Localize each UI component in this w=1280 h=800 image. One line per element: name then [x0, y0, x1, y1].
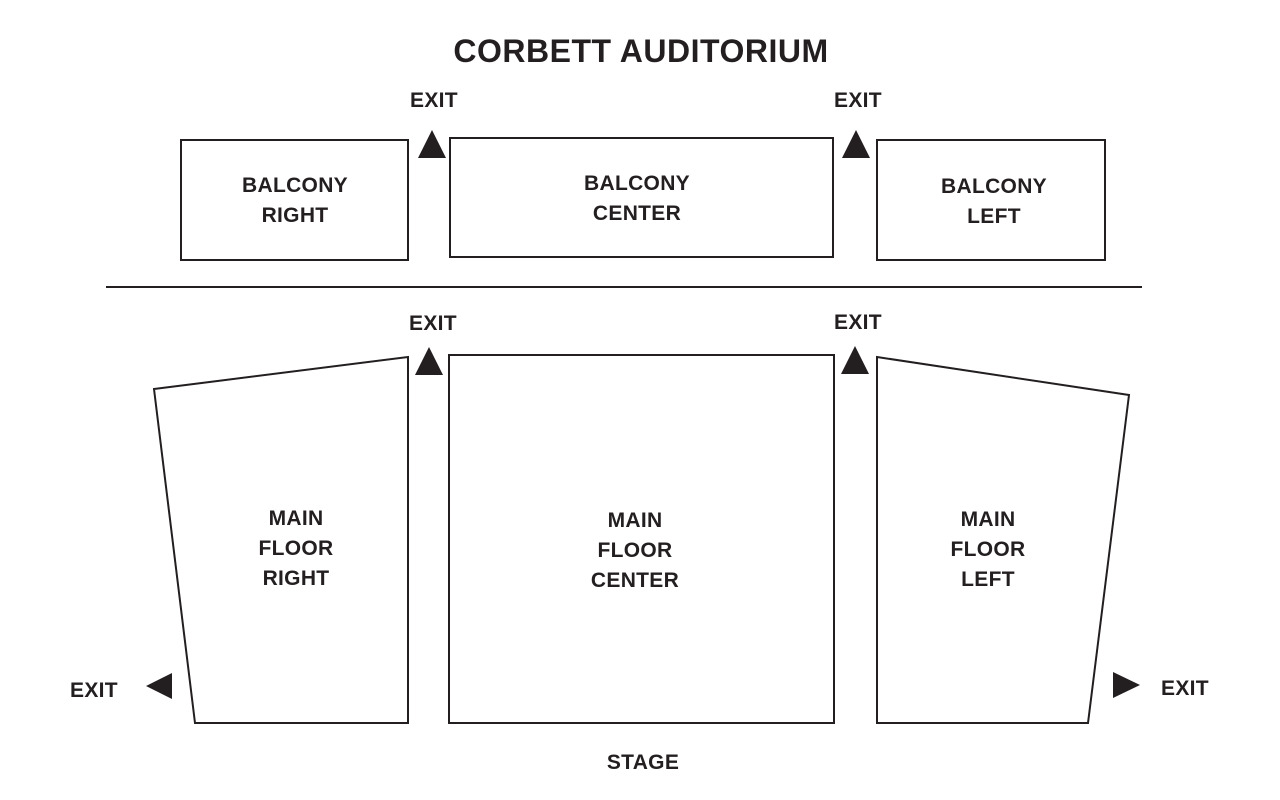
exit-arrow-up-icon	[841, 346, 869, 374]
section-balcony-left[interactable]	[876, 139, 1106, 261]
section-main-floor-left[interactable]	[876, 355, 1131, 724]
exit-arrow-right-icon	[1113, 672, 1140, 698]
section-label-balcony-right: BALCONY RIGHT	[242, 174, 348, 227]
exit-label: EXIT	[410, 89, 458, 112]
exit-label: EXIT	[834, 89, 882, 112]
section-label-balcony-center: BALCONY CENTER	[584, 172, 690, 225]
section-label-main-floor-right: MAIN FLOOR RIGHT	[258, 507, 334, 590]
section-label-main-floor-center: MAIN FLOOR CENTER	[590, 509, 680, 592]
section-label-balcony-left: BALCONY LEFT	[941, 175, 1047, 228]
exit-label: EXIT	[409, 312, 457, 335]
section-label-main-floor-left: MAIN FLOOR LEFT	[950, 508, 1026, 591]
exit-label: EXIT	[70, 679, 118, 702]
exit-arrow-up-icon	[842, 130, 870, 158]
section-balcony-right[interactable]	[180, 139, 409, 261]
stage-label: STAGE	[606, 751, 680, 774]
section-main-floor-center[interactable]	[448, 354, 835, 724]
exit-label: EXIT	[834, 311, 882, 334]
exit-label: EXIT	[1161, 677, 1209, 700]
exit-arrow-up-icon	[415, 347, 443, 375]
section-balcony-center[interactable]	[449, 137, 834, 258]
exit-arrow-up-icon	[418, 130, 446, 158]
exit-arrow-left-icon	[146, 673, 172, 699]
venue-title: CORBETT AUDITORIUM	[453, 33, 829, 69]
section-main-floor-right[interactable]	[152, 355, 409, 724]
